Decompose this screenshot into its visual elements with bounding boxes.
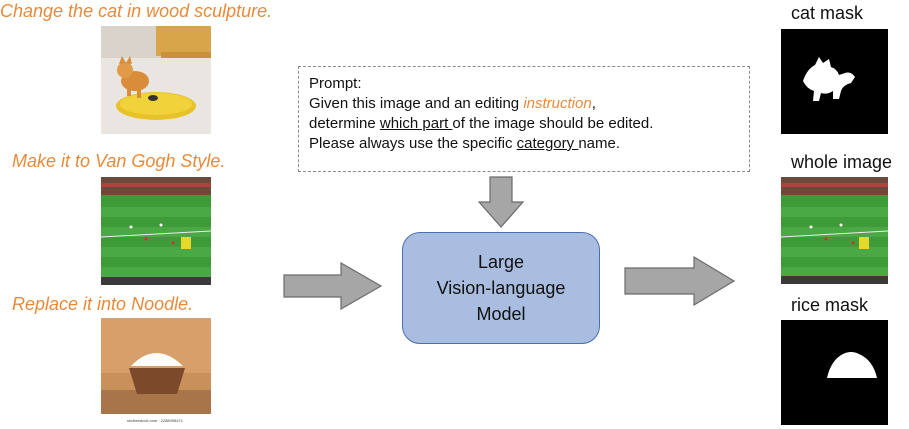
output-whole-image bbox=[781, 177, 888, 284]
prompt-instruction-word: instruction bbox=[523, 95, 592, 112]
prompt-line1-text: Given this image and an editing bbox=[309, 95, 524, 112]
prompt-line2-end: of the image should be edited. bbox=[452, 115, 654, 132]
instruction-vangogh: Make it to Van Gogh Style. bbox=[12, 151, 226, 171]
arrow-right-input bbox=[283, 262, 383, 310]
model-label-line2: Vision-language bbox=[436, 278, 566, 298]
prompt-heading: Prompt: bbox=[309, 75, 362, 92]
output-rice-mask bbox=[781, 320, 888, 425]
prompt-box: Prompt: Given this image and an editing … bbox=[298, 66, 750, 172]
lvlm-box: Large Vision-language Model bbox=[402, 232, 600, 344]
input-image-soccer bbox=[101, 177, 211, 285]
prompt-line3-text: Please always use the specific bbox=[309, 135, 517, 152]
label-rice-mask: rice mask bbox=[791, 295, 869, 315]
input-image-rice bbox=[101, 318, 211, 420]
prompt-category: category bbox=[516, 135, 579, 152]
arrow-down-prompt bbox=[478, 176, 524, 228]
label-cat-mask: cat mask bbox=[791, 3, 864, 23]
instruction-noodle: Replace it into Noodle. bbox=[12, 294, 194, 314]
instruction-cat: Change the cat in wood sculpture. bbox=[0, 1, 273, 21]
output-cat-mask bbox=[781, 29, 888, 134]
prompt-line1-end: , bbox=[591, 95, 596, 112]
model-label-line1: Large bbox=[477, 252, 525, 272]
image-caption: shutterstock.com · 2288058471 bbox=[126, 418, 184, 423]
prompt-which-part: which part bbox=[379, 115, 453, 132]
label-whole-image: whole image bbox=[791, 152, 893, 172]
prompt-line2-text: determine bbox=[309, 115, 380, 132]
model-label-line3: Model bbox=[476, 304, 526, 324]
input-image-cat bbox=[101, 26, 211, 134]
arrow-right-output bbox=[624, 256, 736, 306]
prompt-line3-end: name. bbox=[578, 135, 621, 152]
